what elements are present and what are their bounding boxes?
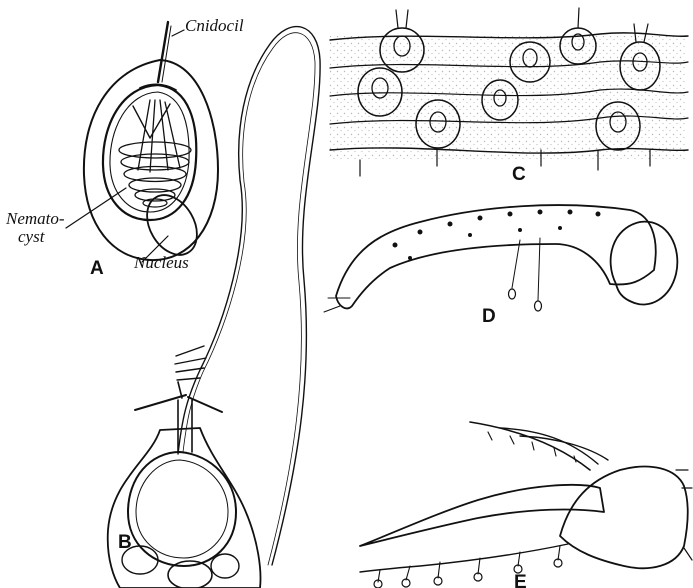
tentacle-nematocysts: [393, 210, 601, 261]
panel-label-e: E: [514, 572, 527, 588]
panel-e-tentacle-segment: E: [360, 422, 692, 588]
label-nematocyst-line1: Nemato-: [5, 209, 65, 228]
label-cnidocil: Cnidocil: [185, 16, 244, 35]
label-nematocyst-line2: cyst: [18, 227, 46, 246]
panel-label-a: A: [90, 258, 104, 279]
panel-label-d: D: [482, 306, 496, 327]
panel-c-epidermis: C: [330, 8, 688, 185]
spines: [360, 422, 608, 546]
label-nucleus: Nucleus: [133, 253, 189, 272]
droplet-bristles: [360, 544, 568, 588]
cnidocil: [158, 22, 171, 82]
panel-label-c: C: [512, 164, 526, 185]
panel-a-cnidoblast: Cnidocil Nemato- cyst Nucleus A: [5, 16, 244, 279]
panel-b-discharged-nematocyst: B: [108, 27, 320, 588]
panel-d-tentacle: D: [324, 205, 677, 327]
panel-label-b: B: [118, 532, 132, 553]
coiled-thread: [119, 100, 191, 207]
